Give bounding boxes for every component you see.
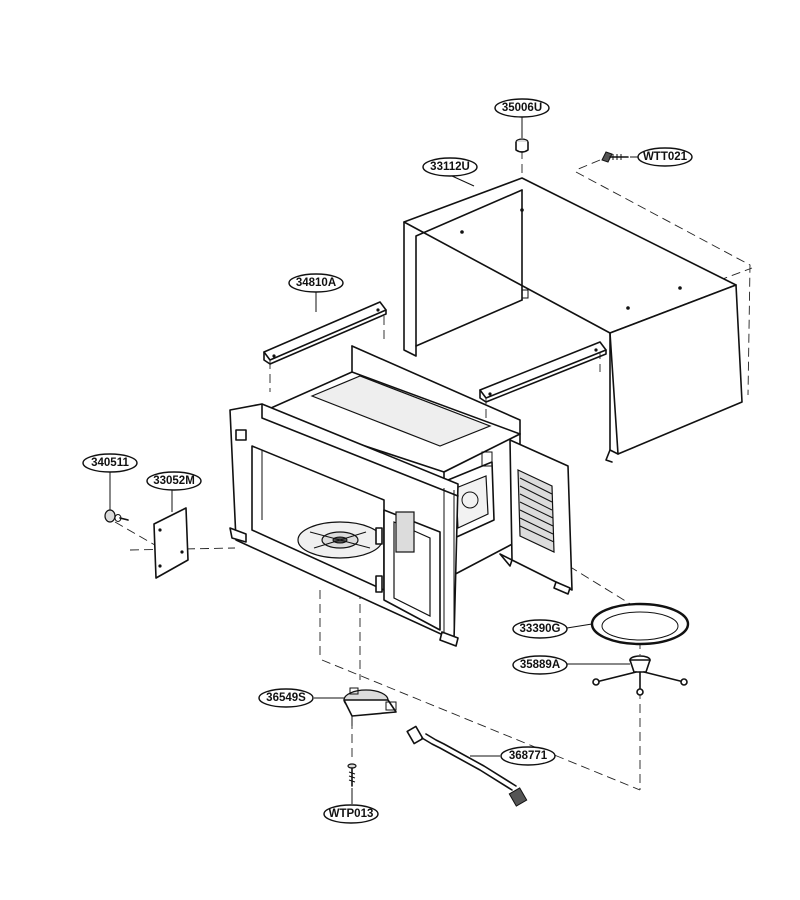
side-rail-bracket-drawing — [263, 301, 607, 403]
part-label-wtp013[interactable]: WTP013 — [323, 804, 379, 824]
part-number-33112u: 33112U — [430, 161, 470, 173]
part-label-340511[interactable]: 340511 — [82, 453, 138, 473]
part-label-368771[interactable]: 368771 — [500, 746, 556, 766]
part-label-wtt021[interactable]: WTT021 — [637, 147, 693, 167]
part-number-340511: 340511 — [91, 457, 129, 469]
part-number-368771: 368771 — [509, 750, 548, 762]
waveguide-cover-plate-drawing — [153, 507, 189, 579]
part-label-36549s[interactable]: 36549S — [258, 688, 314, 708]
part-label-33390g[interactable]: 33390G — [512, 619, 568, 639]
part-label-35889a[interactable]: 35889A — [512, 655, 568, 675]
wire-harness-drawing — [406, 725, 528, 807]
part-number-33052m: 33052M — [153, 475, 195, 487]
label-leader-lines — [109, 116, 638, 804]
motor-screw-drawing — [347, 763, 357, 787]
part-label-33052m[interactable]: 33052M — [146, 471, 202, 491]
part-label-35006u[interactable]: 35006U — [494, 98, 550, 118]
glass-turntable-tray-drawing — [590, 602, 690, 646]
part-label-33112u[interactable]: 33112U — [422, 157, 478, 177]
part-number-wtt021: WTT021 — [643, 151, 688, 163]
roller-ring-support-drawing — [592, 655, 688, 696]
part-number-34810a: 34810A — [296, 277, 336, 289]
part-number-36549s: 36549S — [266, 692, 306, 704]
top-cap-drawing — [515, 138, 529, 153]
part-number-wtp013: WTP013 — [329, 808, 374, 820]
turntable-motor-drawing — [343, 687, 397, 726]
ground-screw-drawing — [104, 509, 129, 523]
microwave-chassis-drawing — [229, 345, 573, 647]
cover-screw-drawing — [601, 151, 629, 163]
part-number-33390g: 33390G — [520, 623, 561, 635]
outer-cabinet-cover-drawing — [403, 177, 743, 463]
part-number-35006u: 35006U — [502, 102, 542, 114]
part-number-35889a: 35889A — [520, 659, 560, 671]
part-label-34810a[interactable]: 34810A — [288, 273, 344, 293]
